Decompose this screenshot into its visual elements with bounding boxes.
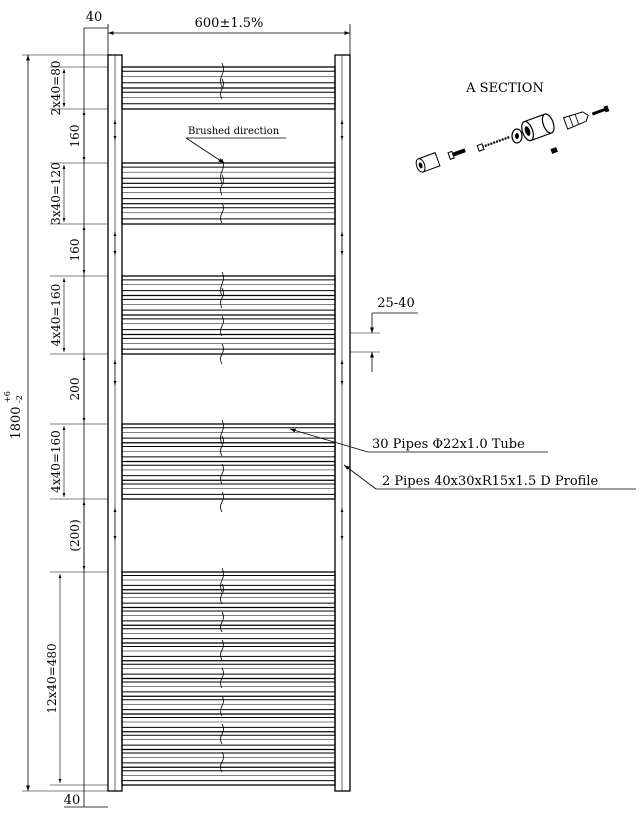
tube-group xyxy=(121,162,336,225)
width-dimension: 600±1.5% xyxy=(107,16,351,55)
group-label: 2x40=80 xyxy=(49,61,63,116)
height-tolerance-plus: +6 xyxy=(3,391,12,403)
gap-label: 200 xyxy=(68,378,82,401)
gap-label: 160 xyxy=(68,239,82,262)
group-label: 12x40=480 xyxy=(45,643,59,713)
brushed-direction-label: Brushed direction xyxy=(188,126,280,137)
tube-group xyxy=(121,66,336,110)
section-title: A SECTION xyxy=(465,81,544,96)
top-offset-dimension: 40 xyxy=(83,10,108,55)
bottom-offset-label: 40 xyxy=(64,793,81,808)
brushed-direction-marks xyxy=(220,62,224,773)
brushed-direction-callout: Brushed direction xyxy=(185,126,286,164)
tube-group xyxy=(121,275,336,355)
group-label: 4x40=160 xyxy=(49,284,63,347)
bottom-offset-dimension: 40 xyxy=(64,772,108,808)
profile-callout: 2 Pipes 40x30xR15x1.5 D Profile xyxy=(343,464,636,490)
height-label: 1800 xyxy=(9,406,24,439)
pipes-label: 30 Pipes Φ22x1.0 Tube xyxy=(372,437,525,452)
width-label: 600±1.5% xyxy=(195,16,264,31)
wall-offset-dimension: 25-40 xyxy=(350,296,418,372)
tube-groups xyxy=(121,66,336,786)
right-profile xyxy=(334,54,351,792)
gap-label: (200) xyxy=(68,519,82,551)
vertical-chain-dimensions: 2x40=80 3x40=120 4x40=160 4x40=160 12x40=480… xyxy=(45,55,108,786)
height-dimension: 1800 +6 -2 xyxy=(3,54,108,792)
tube-group xyxy=(121,423,336,500)
group-label: 4x40=160 xyxy=(49,430,63,493)
gap-label: 160 xyxy=(68,125,82,148)
tube-group xyxy=(121,571,336,786)
group-label: 3x40=120 xyxy=(49,162,63,225)
section-detail: A SECTION xyxy=(415,81,610,173)
top-offset-label: 40 xyxy=(86,10,103,25)
wall-offset-label: 25-40 xyxy=(377,296,414,311)
pipes-callout: 30 Pipes Φ22x1.0 Tube xyxy=(289,428,548,453)
wall-bracket-icon xyxy=(415,105,610,173)
profile-label: 2 Pipes 40x30xR15x1.5 D Profile xyxy=(382,474,599,489)
height-tolerance-minus: -2 xyxy=(15,395,24,403)
profile-direction-marks xyxy=(113,120,344,540)
